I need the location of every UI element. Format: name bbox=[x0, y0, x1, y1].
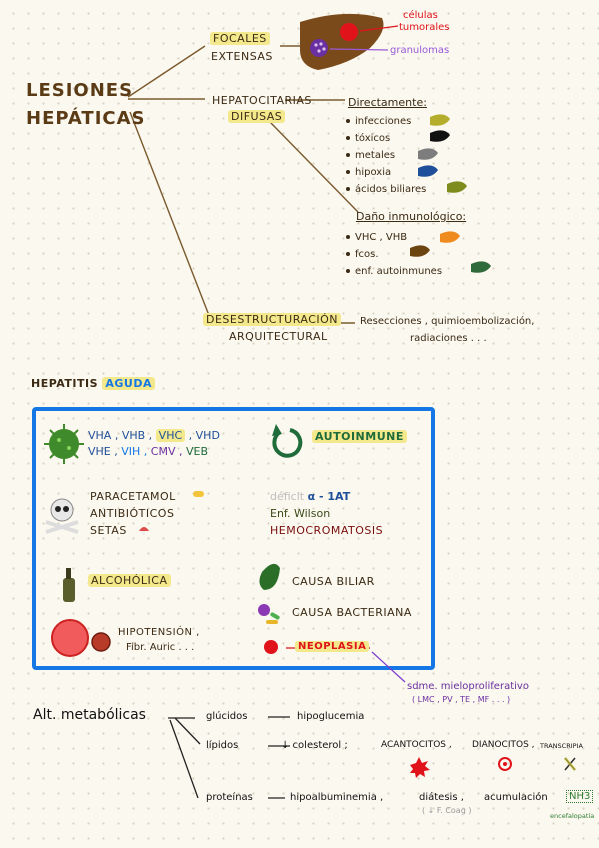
title-line-2: HEPÁTICAS bbox=[26, 108, 146, 129]
skull-icon bbox=[45, 498, 79, 534]
neoplasia-icon bbox=[264, 640, 278, 654]
acantocitos-label: ACANTOCITOS , bbox=[381, 740, 452, 750]
mushroom-icon bbox=[139, 527, 149, 535]
liver-icon bbox=[300, 13, 384, 70]
tumor-label-2: tumorales bbox=[399, 22, 450, 33]
pill-icon bbox=[193, 491, 204, 497]
directa-item-1: infecciones bbox=[346, 116, 411, 127]
bacteria-icon bbox=[258, 604, 280, 624]
dianocito-icon bbox=[498, 757, 512, 771]
acumulacion-label: acumulación bbox=[484, 792, 548, 803]
toxic-2: ANTIBIÓTICOS bbox=[90, 507, 175, 520]
desestructuracion-label: DESESTRUCTURACIÓN bbox=[203, 313, 342, 326]
blood-cell-icon bbox=[51, 619, 89, 657]
title-line-1: LESIONES bbox=[26, 80, 134, 101]
extensas-label: EXTENSAS bbox=[211, 50, 273, 63]
transcripia-label: TRANSCRIPIA bbox=[540, 742, 583, 750]
virus-line-1: VHA , VHB , VHC , VHD bbox=[88, 429, 220, 442]
nh3-label: NH3 bbox=[566, 790, 594, 803]
hipotension-2: Fibr. Auric . . . bbox=[126, 642, 195, 653]
lipidos-label: lípidos bbox=[206, 740, 239, 751]
directa-item-3: metales bbox=[346, 150, 395, 161]
arquitectural-label: ARQUITECTURAL bbox=[229, 330, 328, 343]
wilson-label: Enf. Wilson bbox=[270, 507, 331, 520]
bottle-icon bbox=[63, 568, 75, 602]
toxic-3: SETAS bbox=[90, 524, 127, 537]
neoplasia-label: NEOPLASIA bbox=[295, 641, 370, 652]
bacteriana-label: CAUSA BACTERIANA bbox=[292, 606, 412, 619]
inmuno-header: Daño inmunológico: bbox=[356, 210, 467, 223]
small-blood-cell-icon bbox=[91, 632, 111, 652]
desestructuracion-detail-1: Resecciones , quimioembolización, bbox=[360, 316, 535, 327]
neoplasia-note-1: sdme. mieloproliferativo bbox=[407, 681, 529, 692]
tumor-label-1: células bbox=[403, 10, 438, 21]
virus-line-2: VHE , VIH , CMV , VEB bbox=[88, 445, 209, 458]
hipoglucemia-label: hipoglucemia bbox=[297, 711, 365, 722]
virus-icon bbox=[44, 424, 84, 464]
hepatitis-box bbox=[32, 407, 435, 670]
encefalopatia-label: encefalopatía bbox=[550, 812, 595, 820]
difusas-label: DIFUSAS bbox=[228, 110, 286, 123]
acantocito-icon bbox=[410, 757, 430, 778]
deficit-line: déficit α - 1AT bbox=[270, 490, 351, 503]
directa-header: Directamente: bbox=[348, 96, 427, 109]
desestructuracion-detail-2: radiaciones . . . bbox=[410, 333, 487, 344]
hipoalbuminemia-label: hipoalbuminemia , bbox=[290, 792, 384, 803]
directa-item-2: tóxicos bbox=[346, 133, 390, 144]
focales-label: FOCALES bbox=[210, 32, 270, 45]
toxic-1: PARACETAMOL bbox=[90, 490, 176, 503]
inmuno-item-1: VHC , VHB bbox=[346, 232, 407, 243]
metabolicas-label: Alt. metabólicas bbox=[33, 707, 146, 723]
alcoholica-label: ALCOHÓLICA bbox=[88, 574, 171, 587]
coag-label: ( ↓ F. Coag ) bbox=[422, 806, 472, 815]
neoplasia-note-2: ( LMC , PV , TE , MF . . . ) bbox=[412, 695, 511, 704]
dianocitos-label: DIANOCITOS , bbox=[472, 740, 535, 750]
proteinas-label: proteínas bbox=[206, 792, 253, 803]
granuloma-label: granulomas bbox=[390, 45, 450, 56]
hepatitis-title: HEPATITIS AGUDA bbox=[31, 377, 156, 390]
diatesis-label: diátesis , bbox=[419, 792, 464, 803]
gallbladder-icon bbox=[259, 563, 280, 590]
biliar-label: CAUSA BILIAR bbox=[292, 575, 375, 588]
mini-liver-icons bbox=[410, 114, 491, 273]
autoinmune-icon bbox=[272, 428, 303, 458]
hemocromatosis-label: HEMOCROMATOSIS bbox=[270, 524, 384, 537]
colesterol-label: ↓ colesterol ; bbox=[281, 740, 348, 751]
directa-item-4: hipoxia bbox=[346, 167, 391, 178]
inmuno-item-2: fcos. bbox=[346, 249, 379, 260]
inmuno-item-3: enf. autoinmunes bbox=[346, 266, 442, 277]
glucidos-label: glúcidos bbox=[206, 711, 248, 722]
hepatocitarias-label: HEPATOCITARIAS bbox=[212, 94, 312, 107]
autoinmune-label: AUTOINMUNE bbox=[312, 430, 407, 443]
hipotension-1: HIPOTENSIÓN , bbox=[118, 627, 200, 638]
directa-item-5: ácidos biliares bbox=[346, 184, 426, 195]
